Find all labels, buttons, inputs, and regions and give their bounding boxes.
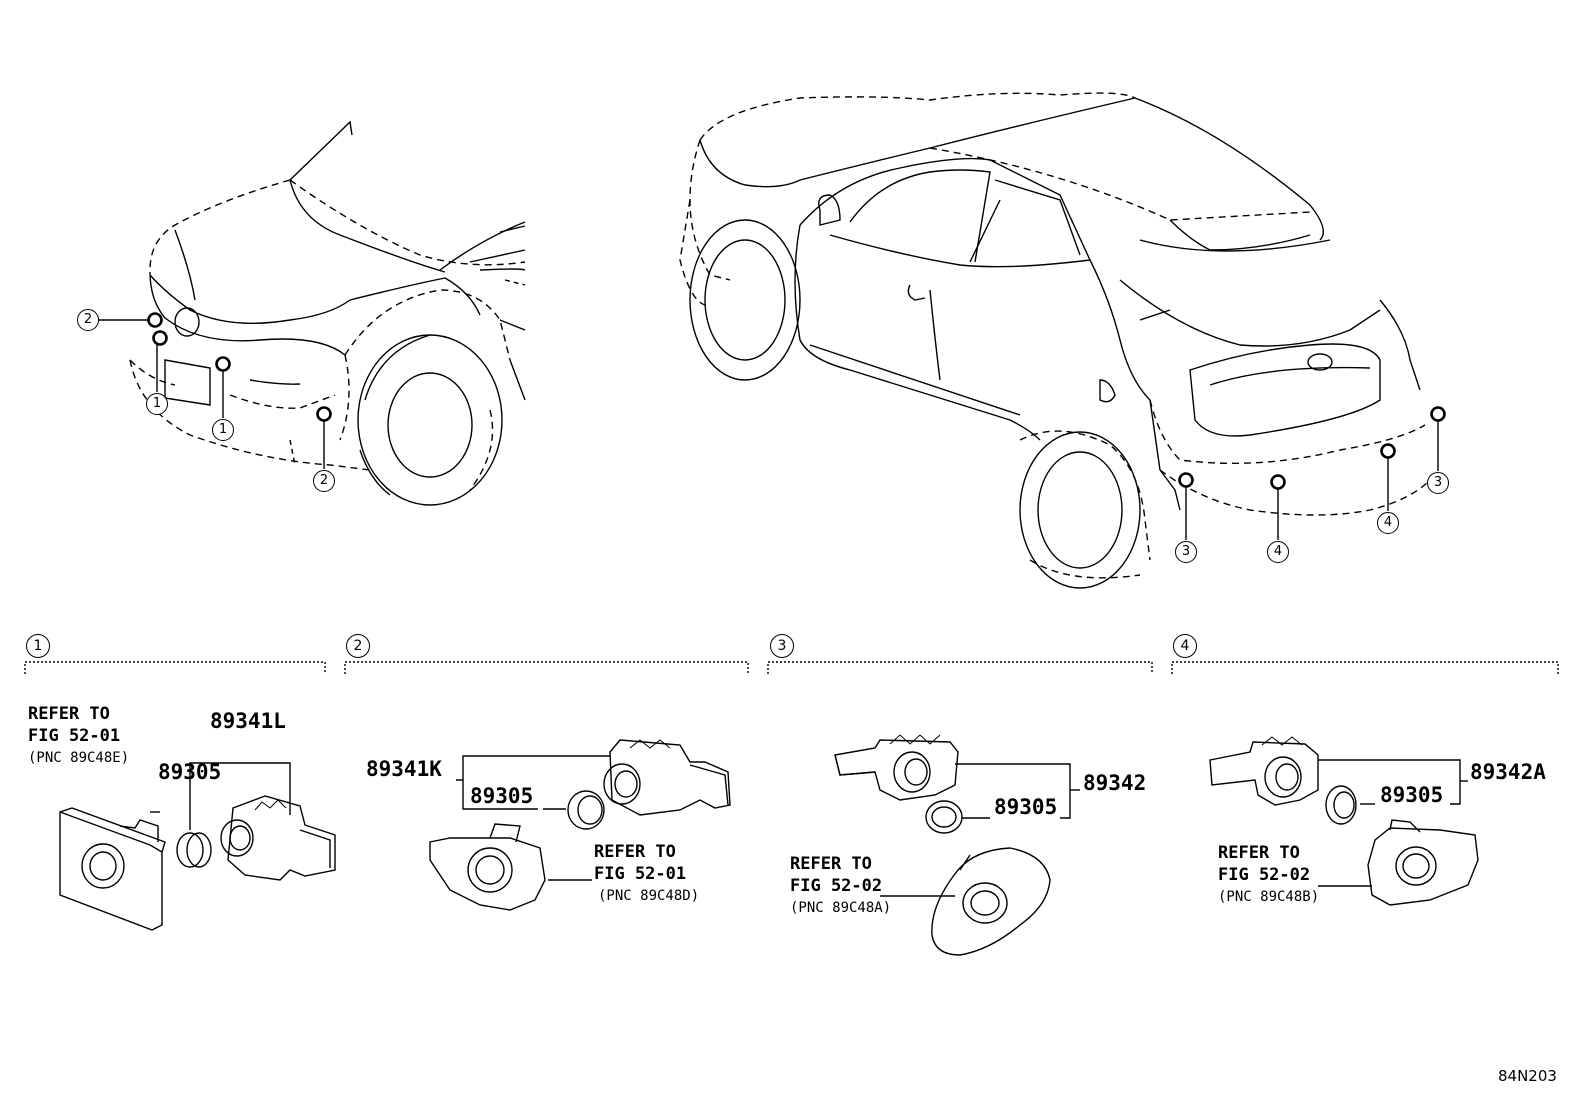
callout-rear-4-right: 4 [1377, 512, 1399, 534]
section3-ref-pnc: (PNC 89C48A) [790, 900, 892, 916]
section4-ref-line1: REFER TO [1218, 843, 1300, 863]
section2-ref-pnc: (PNC 89C48D) [598, 888, 700, 904]
callout-front-2-corner: 2 [313, 470, 335, 492]
section2-ref-line2: FIG 52-01 [594, 864, 687, 884]
callout-rear-3-corner: 3 [1427, 472, 1449, 494]
section1-ref-line2: FIG 52-01 [28, 726, 121, 746]
rear-leader-lines [1185, 421, 1439, 540]
section1-part-number-grommet: 89305 [158, 760, 222, 784]
diagram-code: 84N203 [1498, 1067, 1557, 1085]
section1-parts [59, 762, 336, 931]
section4-part-number-main: 89342A [1470, 760, 1546, 784]
callout-rear-3-left: 3 [1175, 541, 1197, 563]
rear-car-illustration [679, 92, 1431, 589]
section2-ref-line1: REFER TO [594, 842, 676, 862]
section-header-2: 2 [346, 634, 370, 658]
section2-parts [429, 739, 731, 911]
section3-ref-line1: REFER TO [790, 854, 872, 874]
section3-ref-line2: FIG 52-02 [790, 876, 883, 896]
section4-ref-pnc: (PNC 89C48B) [1218, 889, 1320, 905]
section4-reference-note: REFER TO FIG 52-02 (PNC 89C48B) [1218, 842, 1319, 908]
rear-sensor-markers [1178, 406, 1446, 490]
section-header-1: 1 [26, 634, 50, 658]
front-sensor-markers [147, 312, 332, 422]
section1-reference-note: REFER TO FIG 52-01 (PNC 89C48E) [28, 703, 129, 769]
front-leader-lines [99, 319, 325, 469]
section-header-3: 3 [770, 634, 794, 658]
section3-parts [834, 734, 1080, 956]
callout-front-1-center: 1 [212, 419, 234, 441]
front-car-illustration [129, 120, 526, 506]
section-header-4: 4 [1173, 634, 1197, 658]
section4-parts [1209, 736, 1479, 906]
section2-part-number-main: 89341K [366, 757, 442, 781]
section3-reference-note: REFER TO FIG 52-02 (PNC 89C48A) [790, 853, 891, 919]
callout-front-2-upper: 2 [77, 309, 99, 331]
section1-ref-line1: REFER TO [28, 704, 110, 724]
section2-reference-note: REFER TO FIG 52-01 (PNC 89C48D) [594, 841, 699, 907]
section3-part-number-grommet: 89305 [994, 795, 1058, 819]
callout-rear-4-center: 4 [1267, 541, 1289, 563]
section1-ref-pnc: (PNC 89C48E) [28, 750, 130, 766]
section4-ref-line2: FIG 52-02 [1218, 865, 1311, 885]
callout-front-1-left: 1 [146, 393, 168, 415]
section-brackets [24, 661, 1559, 674]
section4-part-number-grommet: 89305 [1380, 783, 1444, 807]
section1-part-number-main: 89341L [210, 709, 286, 733]
section2-part-number-grommet: 89305 [470, 784, 534, 808]
section3-part-number-main: 89342 [1083, 771, 1147, 795]
